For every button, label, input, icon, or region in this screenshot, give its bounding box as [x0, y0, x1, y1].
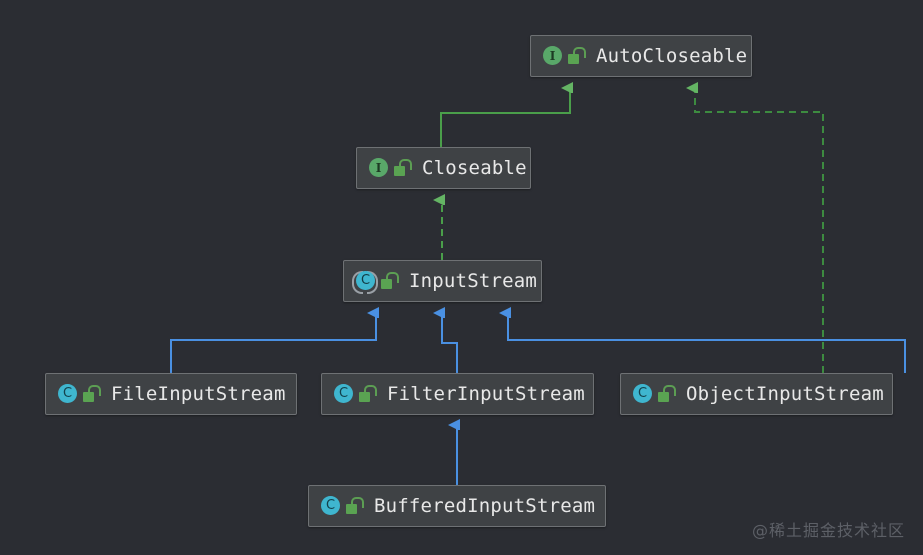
class-icon: C [332, 383, 354, 405]
icon-group: C [352, 270, 399, 294]
node-label: FilterInputStream [387, 383, 585, 405]
class-icon-glyph: C [321, 496, 340, 515]
abstract-class-icon-glyph: C [356, 271, 375, 290]
class-icon-glyph: C [58, 384, 77, 403]
node-closeable[interactable]: I Closeable [356, 147, 531, 189]
edge-objectinputstream-to-autocloseable [695, 88, 824, 373]
node-label: Closeable [422, 157, 527, 179]
node-objectinputstream[interactable]: C ObjectInputStream [620, 373, 893, 415]
node-inputstream[interactable]: C InputStream [343, 260, 542, 302]
node-label: ObjectInputStream [686, 383, 884, 405]
public-unlock-icon [568, 47, 586, 65]
node-fileinputstream[interactable]: C FileInputStream [45, 373, 297, 415]
node-filterinputstream[interactable]: C FilterInputStream [321, 373, 594, 415]
icon-group: I [541, 45, 586, 67]
node-label: AutoCloseable [596, 45, 748, 67]
icon-group: C [631, 383, 676, 405]
public-unlock-icon [83, 385, 101, 403]
class-icon-glyph: C [633, 384, 652, 403]
interface-icon-glyph: I [543, 46, 562, 65]
public-unlock-icon [394, 159, 412, 177]
class-icon: C [319, 495, 341, 517]
abstract-class-icon: C [352, 270, 378, 294]
edge-closeable-to-autocloseable [440, 88, 570, 147]
node-label: InputStream [409, 270, 538, 292]
node-label: BufferedInputStream [374, 495, 596, 517]
class-icon-glyph: C [334, 384, 353, 403]
icon-group: I [367, 157, 412, 179]
interface-icon: I [367, 157, 389, 179]
icon-group: C [319, 495, 364, 517]
icon-group: C [332, 383, 377, 405]
watermark: @稀土掘金技术社区 [751, 521, 905, 540]
edge-objectinputstream-to-inputstream [508, 313, 906, 373]
node-bufferedinputstream[interactable]: C BufferedInputStream [308, 485, 606, 527]
interface-icon-glyph: I [369, 158, 388, 177]
node-autocloseable[interactable]: I AutoCloseable [530, 35, 752, 77]
interface-icon: I [541, 45, 563, 67]
class-icon: C [56, 383, 78, 405]
icon-group: C [56, 383, 101, 405]
public-unlock-icon [658, 385, 676, 403]
node-label: FileInputStream [111, 383, 286, 405]
edge-fileinputstream-to-inputstream [170, 313, 376, 373]
class-icon: C [631, 383, 653, 405]
public-unlock-icon [381, 272, 399, 290]
public-unlock-icon [346, 497, 364, 515]
edge-filterinputstream-to-inputstream [442, 313, 458, 373]
public-unlock-icon [359, 385, 377, 403]
